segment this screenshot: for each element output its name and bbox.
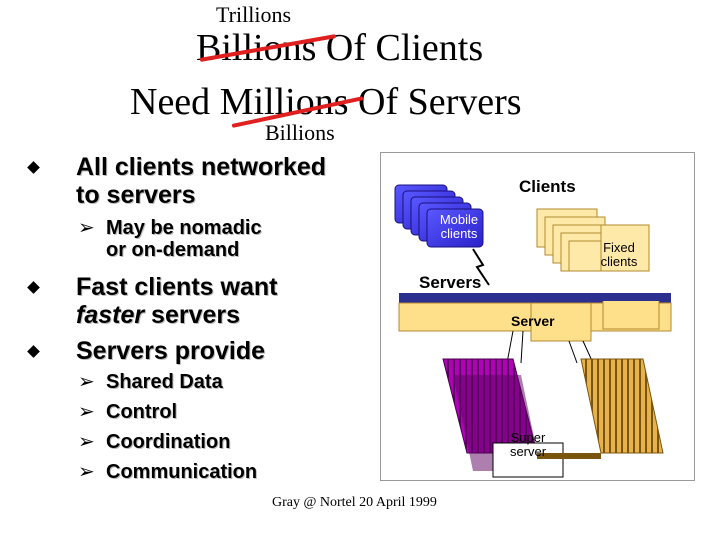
- super-label-line: server: [509, 444, 547, 459]
- fixed-label-line: Fixed: [603, 240, 635, 255]
- title-line-clients: Billions Of Clients: [196, 26, 483, 70]
- bullet-fast-clients: Fast clients want faster servers: [76, 273, 277, 329]
- diagram-graphic: [394, 184, 672, 478]
- sub-bullet-nomadic: May be nomadic or on-demand: [106, 217, 262, 261]
- bullet-line: Fast clients want: [76, 273, 278, 301]
- clients-label: Clients: [519, 177, 576, 196]
- sub-bullet-communication: Communication: [106, 461, 258, 483]
- super-server-rack: [442, 358, 664, 478]
- title-annotation-billions: Billions: [265, 120, 335, 145]
- network-lightning-icon: [472, 248, 490, 286]
- emphasis-faster: faster: [76, 301, 145, 329]
- super-label-line: Super: [510, 430, 546, 445]
- super-server-label: Super server: [493, 431, 563, 459]
- bullet-line: May be nomadic: [106, 217, 262, 239]
- mobile-label-line: Mobile: [439, 212, 479, 227]
- servers-row: [398, 293, 672, 342]
- bullet-line: to servers: [76, 181, 196, 209]
- title-line1-rest: Of Clients: [316, 27, 484, 69]
- bullet-diamond-icon: [27, 281, 40, 294]
- mobile-label-line: clients: [440, 226, 478, 241]
- bullet-line: Servers provide: [76, 337, 265, 365]
- sub-bullet-arrow-icon: ➢: [78, 371, 95, 393]
- title-line2-prefix: Need: [130, 81, 220, 123]
- bullet-diamond-icon: [27, 345, 40, 358]
- sub-bullet-arrow-icon: ➢: [78, 431, 95, 453]
- bullet-clients-networked: All clients networked to servers: [76, 153, 326, 209]
- sub-bullet-arrow-icon: ➢: [78, 217, 95, 239]
- server-label: Server: [511, 313, 555, 329]
- bullet-line-rest: servers: [144, 301, 241, 329]
- sub-bullet-arrow-icon: ➢: [78, 461, 95, 483]
- sub-bullet-control: Control: [106, 401, 178, 423]
- fixed-label-line: clients: [600, 254, 638, 269]
- bullet-line: All clients networked: [76, 153, 327, 181]
- mobile-clients-stack: [394, 184, 484, 248]
- mobile-clients-label: Mobile clients: [433, 213, 485, 241]
- fixed-clients-label: Fixed clients: [593, 241, 645, 269]
- footer-credit: Gray @ Nortel 20 April 1999: [272, 495, 437, 510]
- bullet-line: faster servers: [76, 301, 277, 329]
- title-annotation-trillions: Trillions: [216, 2, 292, 27]
- title-line2-rest: Of Servers: [348, 81, 522, 123]
- client-server-diagram: Clients Mobile clients Fixed clients Ser…: [380, 152, 695, 481]
- bullet-diamond-icon: [27, 161, 40, 174]
- bullet-line: or on-demand: [106, 239, 240, 261]
- sub-bullet-shared-data: Shared Data: [106, 371, 223, 393]
- fixed-clients-stack: [536, 208, 650, 272]
- sub-bullet-arrow-icon: ➢: [78, 401, 95, 423]
- sub-bullet-coordination: Coordination: [106, 431, 231, 453]
- bullet-servers-provide: Servers provide: [76, 337, 265, 365]
- servers-label: Servers: [419, 273, 482, 292]
- title-line-servers: Need Millions Of Servers: [130, 80, 522, 124]
